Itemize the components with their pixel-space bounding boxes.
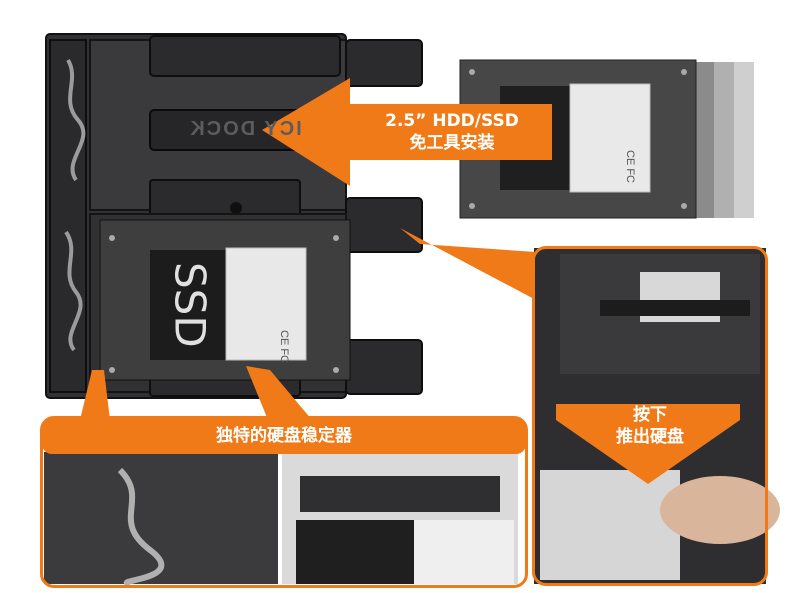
ssd-label-inserted: SSD <box>150 260 230 350</box>
right-panel-border <box>532 246 768 586</box>
bottom-banner <box>42 418 526 454</box>
callout-bottom-title: 独特的硬盘稳定器 <box>44 425 524 447</box>
connector-bottom <box>246 366 312 420</box>
inserted-ssd <box>99 219 351 381</box>
ssd-label-inserted-text: SSD <box>165 262 215 348</box>
brand-emboss-text: ICY DOCK <box>188 118 302 140</box>
cert-mark-inserted: CE FC <box>278 330 290 363</box>
cert-mark-stack: CE FC <box>624 150 636 183</box>
callout-top-line2: 免工具安装 <box>409 133 495 153</box>
callout-top: 2.5” HDD/SSD 免工具安装 <box>352 110 552 154</box>
right-panel-photo <box>534 248 780 584</box>
bottom-panels-photo <box>44 452 518 587</box>
insert-arrow <box>262 78 552 186</box>
connector-right <box>400 228 536 300</box>
callout-right-line1: 按下 <box>633 405 667 425</box>
connector-left <box>80 370 110 420</box>
brand-emboss: ICY DOCK <box>150 118 340 141</box>
callout-top-line1: 2.5” HDD/SSD <box>385 111 519 131</box>
bottom-left-panel-border <box>40 416 528 588</box>
callout-right-line2: 推出硬盘 <box>616 427 684 447</box>
cert-mark-inserted-text: CE FC <box>278 330 290 363</box>
drive-stack <box>459 59 754 219</box>
callout-bottom-title-text: 独特的硬盘稳定器 <box>216 426 352 446</box>
cert-mark-stack-text: CE FC <box>624 150 636 183</box>
callout-right: 按下 推出硬盘 <box>590 404 710 448</box>
